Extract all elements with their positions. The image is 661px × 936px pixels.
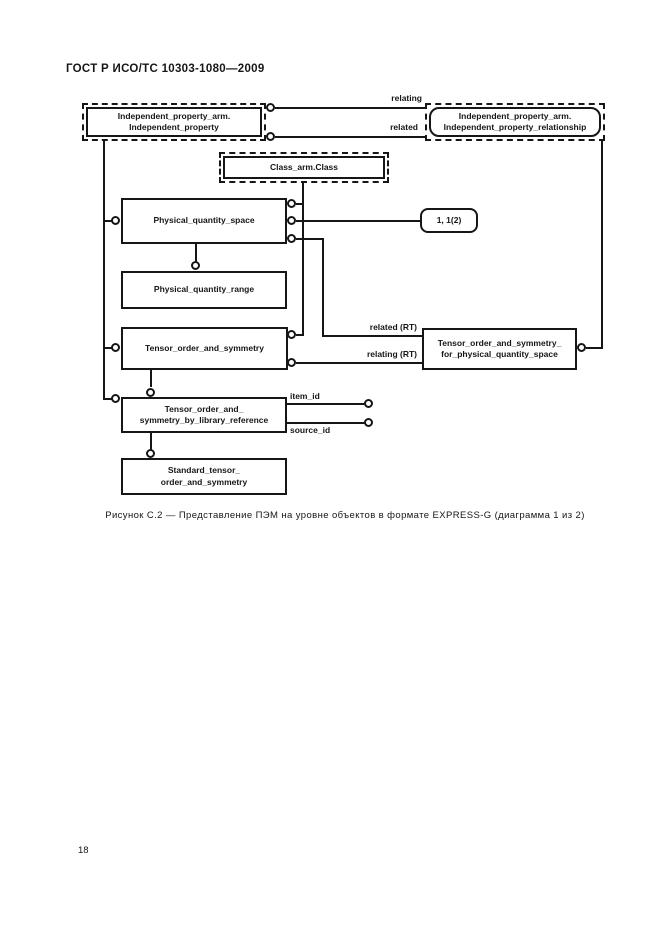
node-physical-quantity-range: Physical_quantity_range xyxy=(121,271,287,309)
node-class-arm-class-frame: Class_arm.Class xyxy=(223,156,385,179)
trunk-related-rt xyxy=(322,238,324,337)
edge-tensor-class-stub xyxy=(296,334,304,336)
trunk-right xyxy=(601,141,603,349)
edge-pqs-pageref-line xyxy=(296,220,420,222)
node-standard-tensor-label: Standard_tensor_ order_and_symmetry xyxy=(160,465,248,487)
node-physical-quantity-range-label: Physical_quantity_range xyxy=(153,284,255,295)
node-independent-property-relationship: Independent_property_arm. Independent_pr… xyxy=(425,103,605,141)
node-tensor-for-physical-quantity-space: Tensor_order_and_symmetry_ for_physical_… xyxy=(422,328,577,370)
edge-library-left-stub xyxy=(104,398,112,400)
edge-label-related: related xyxy=(390,122,418,132)
circle-pqr-top xyxy=(191,261,200,270)
circle-pqs-right-bottom xyxy=(287,234,296,243)
node-class-arm-class: Class_arm.Class xyxy=(219,152,389,183)
edge-source-id-line xyxy=(287,422,368,424)
circle-relating-end xyxy=(266,103,275,112)
edge-tensor-left-stub xyxy=(104,347,112,349)
edge-pqs-class-stub xyxy=(296,203,304,205)
node-independent-property-relationship-frame: Independent_property_arm. Independent_pr… xyxy=(429,107,601,137)
edge-relating-rt-line xyxy=(296,362,422,364)
figure-caption: Рисунок С.2 — Представление ПЭМ на уровн… xyxy=(105,510,585,521)
circle-tfpqs-right xyxy=(577,343,586,352)
edge-label-related-rt: related (RT) xyxy=(369,322,417,332)
circle-pqs-right-mid xyxy=(287,216,296,225)
node-tensor-by-library-reference-label: Tensor_order_and_ symmetry_by_library_re… xyxy=(139,403,269,425)
circle-library-top xyxy=(146,388,155,397)
edge-label-item-id: item_id xyxy=(290,391,320,401)
edge-related-line xyxy=(275,136,425,138)
circle-standard-top xyxy=(146,449,155,458)
page-number: 18 xyxy=(78,845,89,856)
node-standard-tensor: Standard_tensor_ order_and_symmetry xyxy=(121,458,287,495)
edge-pqs-left-stub xyxy=(104,220,112,222)
edge-related-rt-line xyxy=(322,335,422,337)
edge-relating-line xyxy=(275,107,425,109)
node-tensor-order-and-symmetry-label: Tensor_order_and_symmetry xyxy=(145,342,264,353)
edge-tensor-library-line xyxy=(150,370,152,387)
node-tensor-by-library-reference: Tensor_order_and_ symmetry_by_library_re… xyxy=(121,397,287,433)
edge-pqs-pqr-line xyxy=(195,244,197,262)
node-physical-quantity-space: Physical_quantity_space xyxy=(121,198,287,244)
page-reference-label: 1, 1(2) xyxy=(436,214,462,225)
edge-library-standard-line xyxy=(150,433,152,450)
circle-related-end xyxy=(266,132,275,141)
circle-item-id-end xyxy=(364,399,373,408)
edge-label-source-id: source_id xyxy=(290,425,331,435)
node-independent-property-relationship-label: Independent_property_arm. Independent_pr… xyxy=(443,110,587,132)
trunk-class xyxy=(302,183,304,336)
node-independent-property-label: Independent_property_arm. Independent_pr… xyxy=(117,110,231,132)
edge-item-id-line xyxy=(287,403,368,405)
standard-header: ГОСТ Р ИСО/ТС 10303-1080—2009 xyxy=(66,63,265,75)
circle-tensor-right-bottom xyxy=(287,358,296,367)
circle-source-id-end xyxy=(364,418,373,427)
node-tensor-order-and-symmetry: Tensor_order_and_symmetry xyxy=(121,327,288,370)
edge-tfpqs-right-stub xyxy=(586,347,603,349)
circle-tensor-right-top xyxy=(287,330,296,339)
page-reference-box: 1, 1(2) xyxy=(420,208,478,233)
circle-library-left xyxy=(111,394,120,403)
circle-pqs-right-top xyxy=(287,199,296,208)
node-physical-quantity-space-label: Physical_quantity_space xyxy=(153,215,255,226)
circle-tensor-left xyxy=(111,343,120,352)
circle-pqs-left xyxy=(111,216,120,225)
node-independent-property-frame: Independent_property_arm. Independent_pr… xyxy=(86,107,262,137)
trunk-left xyxy=(103,141,105,400)
edge-label-relating-rt: relating (RT) xyxy=(366,349,417,359)
node-class-arm-class-label: Class_arm.Class xyxy=(269,161,339,172)
node-tensor-for-physical-quantity-space-label: Tensor_order_and_symmetry_ for_physical_… xyxy=(437,337,562,359)
edge-label-relating: relating xyxy=(391,93,422,103)
edge-pqs-related-rt-stub xyxy=(296,238,324,240)
node-independent-property: Independent_property_arm. Independent_pr… xyxy=(82,103,266,141)
